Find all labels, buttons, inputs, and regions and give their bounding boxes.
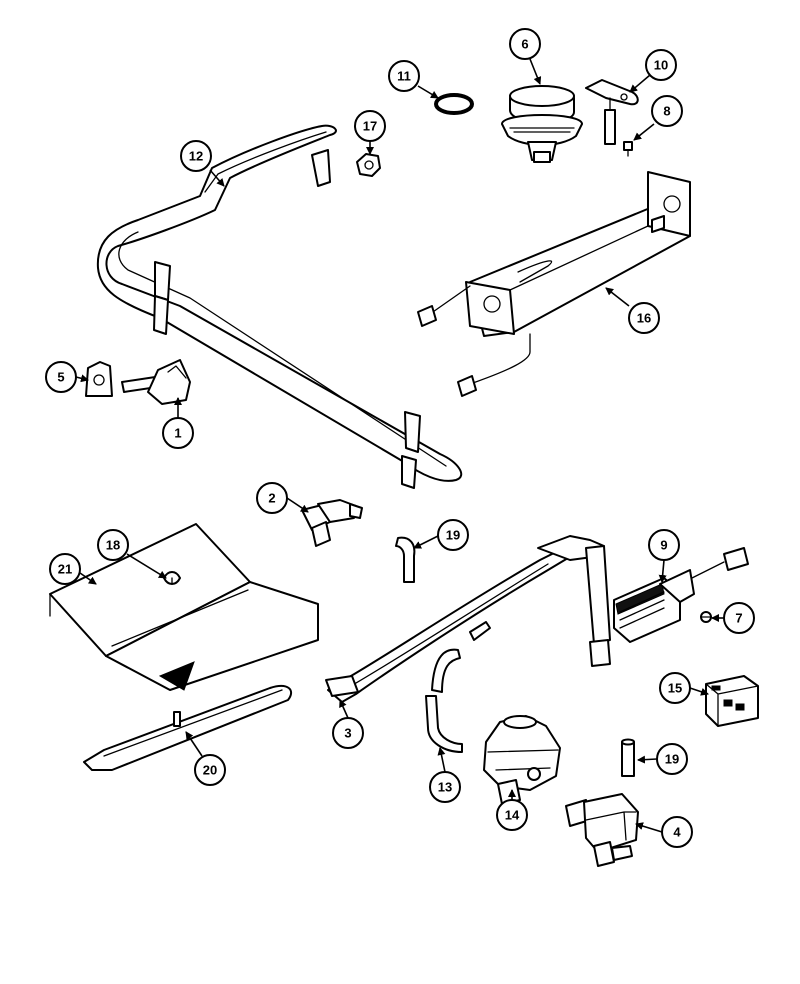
part-11-o-ring[interactable] <box>434 93 474 115</box>
callout-3: 3 <box>332 717 364 749</box>
callout-5: 5 <box>45 361 77 393</box>
svg-text:4: 4 <box>673 825 681 840</box>
callout-10: 10 <box>645 49 677 81</box>
svg-text:19: 19 <box>446 528 460 543</box>
callout-4: 4 <box>661 816 693 848</box>
callout-21: 21 <box>49 553 81 585</box>
part-10-igniter-bracket[interactable] <box>585 79 639 145</box>
callout-13: 13 <box>429 771 461 803</box>
svg-text:2: 2 <box>268 491 275 506</box>
callout-15: 15 <box>659 672 691 704</box>
part-14-pressure-regulator[interactable] <box>483 715 561 805</box>
part-1-orifice-holder[interactable] <box>121 359 191 405</box>
part-9-spark-igniter-module[interactable] <box>613 547 749 643</box>
svg-text:5: 5 <box>57 370 64 385</box>
svg-text:20: 20 <box>203 763 217 778</box>
part-17-nut[interactable] <box>356 153 381 177</box>
callout-leaders <box>75 58 724 833</box>
svg-text:3: 3 <box>344 726 351 741</box>
callout-8: 8 <box>651 95 683 127</box>
callout-20: 20 <box>194 754 226 786</box>
part-13-tube-pieces[interactable] <box>425 621 491 753</box>
part-3-manifold-pipe[interactable] <box>325 535 611 703</box>
callout-19-lower: 19 <box>656 743 688 775</box>
part-19-tube-lower[interactable] <box>621 738 635 777</box>
svg-text:10: 10 <box>654 58 668 73</box>
part-4-gas-valve[interactable] <box>565 793 639 867</box>
callout-12: 12 <box>180 140 212 172</box>
part-18-wing-nut[interactable] <box>163 571 181 585</box>
svg-text:13: 13 <box>438 780 452 795</box>
svg-text:18: 18 <box>106 538 120 553</box>
part-20-burner-support[interactable] <box>83 684 293 771</box>
callout-1: 1 <box>162 417 194 449</box>
svg-text:8: 8 <box>663 104 670 119</box>
svg-text:12: 12 <box>189 149 203 164</box>
part-6-burner-head[interactable] <box>501 85 583 163</box>
svg-text:11: 11 <box>397 69 411 84</box>
callout-14: 14 <box>496 799 528 831</box>
callout-18: 18 <box>97 529 129 561</box>
part-19-tube-upper[interactable] <box>395 536 416 583</box>
svg-text:16: 16 <box>637 311 651 326</box>
svg-text:15: 15 <box>668 681 682 696</box>
callout-11: 11 <box>388 60 420 92</box>
callout-7: 7 <box>723 602 755 634</box>
part-12-burner-manifold[interactable] <box>96 124 463 489</box>
callout-17: 17 <box>354 110 386 142</box>
part-21-heat-shield[interactable] <box>49 523 319 691</box>
svg-text:19: 19 <box>665 752 679 767</box>
callout-2: 2 <box>256 482 288 514</box>
part-2-elbow-fitting[interactable] <box>301 499 363 547</box>
svg-text:1: 1 <box>174 426 181 441</box>
callout-9: 9 <box>648 529 680 561</box>
svg-text:6: 6 <box>521 37 528 52</box>
callout-19-upper: 19 <box>437 519 469 551</box>
part-8-screw[interactable] <box>623 141 633 157</box>
callout-16: 16 <box>628 302 660 334</box>
part-16-burner-bracket-assembly[interactable] <box>417 171 691 397</box>
svg-text:7: 7 <box>735 611 742 626</box>
callout-6: 6 <box>509 28 541 60</box>
svg-text:21: 21 <box>58 562 72 577</box>
svg-text:17: 17 <box>363 119 377 134</box>
part-5-clip[interactable] <box>85 361 113 397</box>
part-7-screw[interactable] <box>700 611 712 623</box>
part-15-spark-module[interactable] <box>705 675 759 727</box>
svg-text:14: 14 <box>505 808 520 823</box>
svg-text:9: 9 <box>660 538 667 553</box>
